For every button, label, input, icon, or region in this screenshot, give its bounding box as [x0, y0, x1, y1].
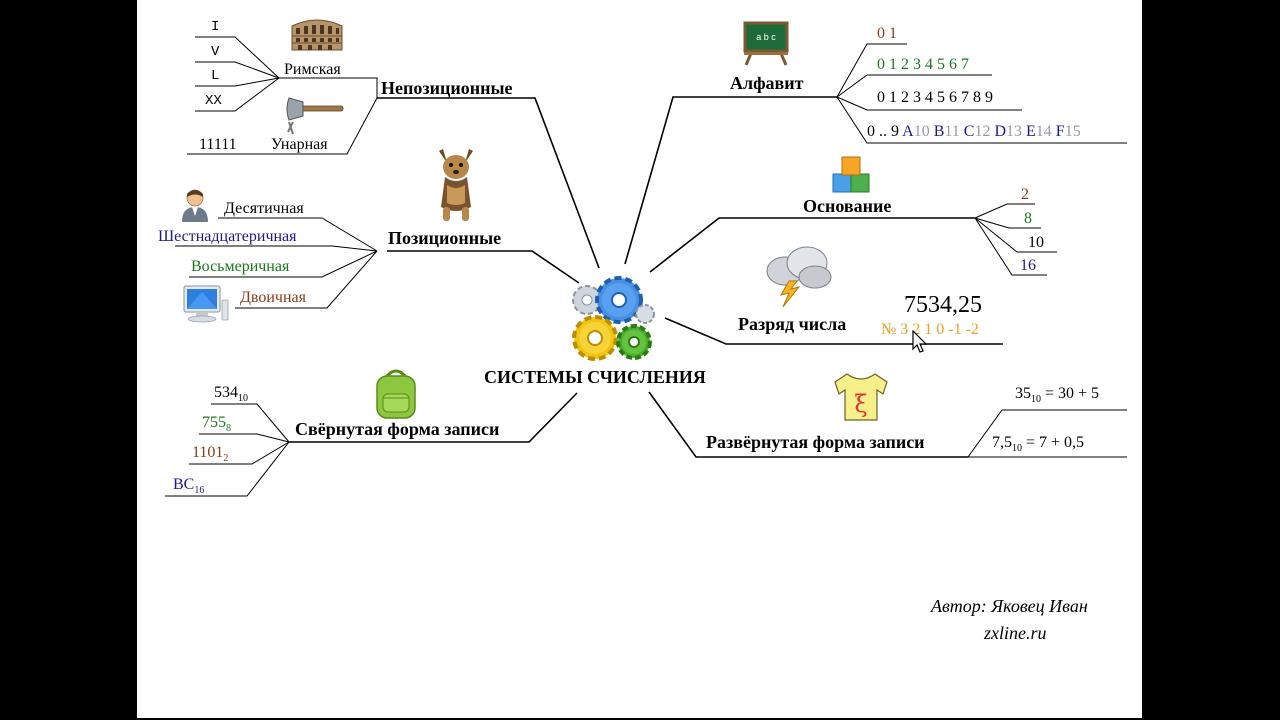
user-icon	[182, 189, 208, 222]
center-title: СИСТЕМЫ СЧИСЛЕНИЯ	[484, 367, 706, 387]
positional-item-decimal: Десятичная	[224, 200, 304, 217]
base-label: Основание	[803, 196, 892, 216]
gears-icon	[572, 276, 655, 361]
roman-label: Римская	[284, 61, 341, 78]
expanded-item: 7,510 = 7 + 0,5	[992, 434, 1085, 454]
author-site[interactable]: zxline.ru	[984, 623, 1047, 643]
positional-item-binary: Двоичная	[240, 289, 306, 306]
positional-item-octal: Восьмеричная	[191, 258, 290, 275]
mouse-cursor-icon	[912, 330, 928, 353]
base-item: 16	[1020, 257, 1036, 274]
base-item: 10	[1028, 234, 1044, 251]
base-item: 8	[1024, 210, 1032, 227]
alphabet-label: Алфавит	[730, 73, 804, 93]
roman-item: L	[211, 68, 220, 84]
collapsed-item: 53410	[214, 384, 248, 404]
colosseum-icon	[291, 19, 343, 51]
digit-label: Разряд числа	[738, 314, 847, 334]
mindmap-connectors	[165, 36, 1127, 497]
positional-label: Позиционные	[388, 228, 502, 248]
collapsed-item: BC16	[173, 476, 205, 496]
tshirt-symbol: ξ	[854, 390, 867, 418]
chalkboard-text: a b c	[756, 32, 776, 42]
nonpositional-label: Непозиционные	[381, 78, 513, 98]
blocks-icon	[832, 156, 870, 193]
collapsed-label: Свёрнутая форма записи	[295, 419, 500, 439]
storm-cloud-icon	[766, 246, 832, 308]
roman-item: V	[211, 44, 220, 60]
computer-icon	[183, 285, 229, 323]
expanded-label: Развёрнутая форма записи	[706, 432, 925, 452]
digit-number: 7534,25	[904, 292, 982, 318]
roman-item: XX	[205, 93, 222, 109]
expanded-item: 3510 = 30 + 5	[1015, 385, 1100, 405]
backpack-icon	[376, 369, 416, 419]
alphabet-hex: 0 .. 9 A10 B11 C12 D13 E14 F15	[867, 123, 1081, 140]
collapsed-item: 7558	[202, 414, 231, 434]
tshirt-icon: ξ	[834, 373, 888, 421]
axe-icon	[286, 97, 344, 135]
alphabet-decimal: 0 1 2 3 4 5 6 7 8 9	[877, 89, 993, 106]
roman-item: I	[211, 19, 220, 35]
unary-label: Унарная	[271, 136, 328, 153]
base-item: 2	[1021, 186, 1029, 203]
positional-item-hex: Шестнадцатеричная	[158, 228, 297, 245]
alphabet-binary: 0 1	[877, 25, 897, 42]
collapsed-item: 11012	[192, 444, 229, 464]
dog-icon	[439, 149, 473, 221]
digit-positions: № 3 2 1 0 -1 -2	[881, 321, 979, 338]
alphabet-octal: 0 1 2 3 4 5 6 7	[877, 56, 969, 73]
chalkboard-icon: a b c	[743, 21, 789, 66]
unary-value: 11111	[199, 136, 237, 153]
author-name: Автор: Яковец Иван	[931, 596, 1088, 616]
slide: a b c ξ СИСТЕМЫ СЧИСЛЕНИЯ Непозиционные …	[137, 0, 1142, 718]
